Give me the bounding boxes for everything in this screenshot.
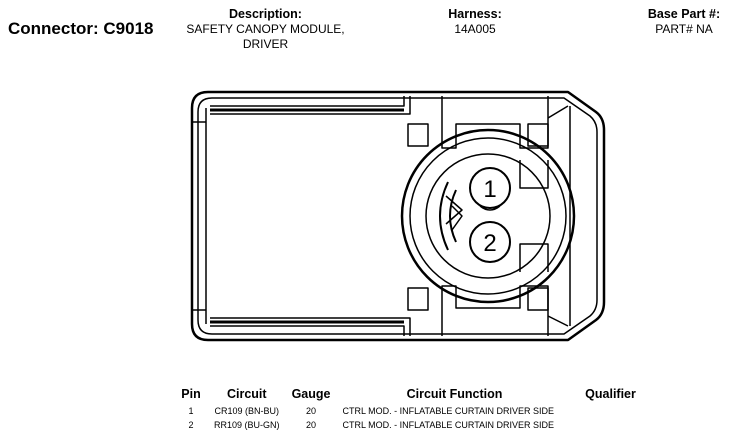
row-qualifier	[571, 418, 651, 432]
row-circuit: RR109 (BU-GN)	[214, 420, 280, 430]
connector-housing-outline	[190, 90, 606, 342]
description-label: Description:	[229, 7, 302, 21]
header-pin: Pin	[181, 387, 201, 401]
terminal-shroud-inner	[409, 137, 567, 295]
header-qualifier: Qualifier	[585, 387, 636, 401]
pin-cavities: 1 2	[469, 167, 511, 263]
row-circuit: CR109 (BN-BU)	[214, 406, 280, 416]
row-pin: 2	[188, 420, 194, 430]
pin-1-label: 1	[483, 176, 496, 203]
connector-inner-outline	[197, 97, 598, 335]
harness-label: Harness:	[448, 7, 502, 21]
terminal-shroud-outer	[400, 128, 576, 304]
pin-2-label: 2	[483, 230, 496, 257]
row-gauge: 20	[306, 420, 317, 430]
connector-face-diagram: 1 2	[190, 90, 606, 342]
row-circuit-function: CTRL MOD. - INFLATABLE CURTAIN DRIVER SI…	[342, 420, 555, 430]
top-latch-rail	[210, 96, 405, 107]
bottom-latch-rail	[210, 325, 405, 336]
table-row: 1 CR109 (BN-BU) 20 CTRL MOD. - INFLATABL…	[172, 404, 651, 418]
row-gauge: 20	[306, 406, 317, 416]
row-qualifier	[571, 404, 651, 418]
table-row: 2 RR109 (BU-GN) 20 CTRL MOD. - INFLATABL…	[172, 418, 651, 432]
base-part-value: PART# NA	[655, 22, 713, 36]
description-value: SAFETY CANOPY MODULE, DRIVER	[186, 22, 345, 51]
connector-title: Connector: C9018	[8, 19, 154, 38]
pinout-table: Pin Circuit Gauge Circuit Function Quali…	[172, 387, 651, 432]
base-part-block: Base Part #: PART# NA	[625, 7, 730, 37]
pin-2-cavity	[469, 221, 511, 263]
description-block: Description: SAFETY CANOPY MODULE, DRIVE…	[168, 7, 363, 52]
pin-1-cavity	[469, 167, 511, 209]
header-gauge: Gauge	[291, 387, 331, 401]
header-circuit: Circuit	[226, 387, 267, 401]
harness-block: Harness: 14A005	[430, 7, 520, 37]
row-circuit-function: CTRL MOD. - INFLATABLE CURTAIN DRIVER SI…	[342, 406, 555, 416]
row-pin: 1	[188, 406, 194, 416]
base-part-label: Base Part #:	[647, 7, 721, 21]
header-circuit-function: Circuit Function	[406, 387, 503, 401]
keying-arc	[439, 181, 449, 251]
pinout-header-row: Pin Circuit Gauge Circuit Function Quali…	[172, 387, 651, 404]
harness-value: 14A005	[454, 22, 496, 36]
